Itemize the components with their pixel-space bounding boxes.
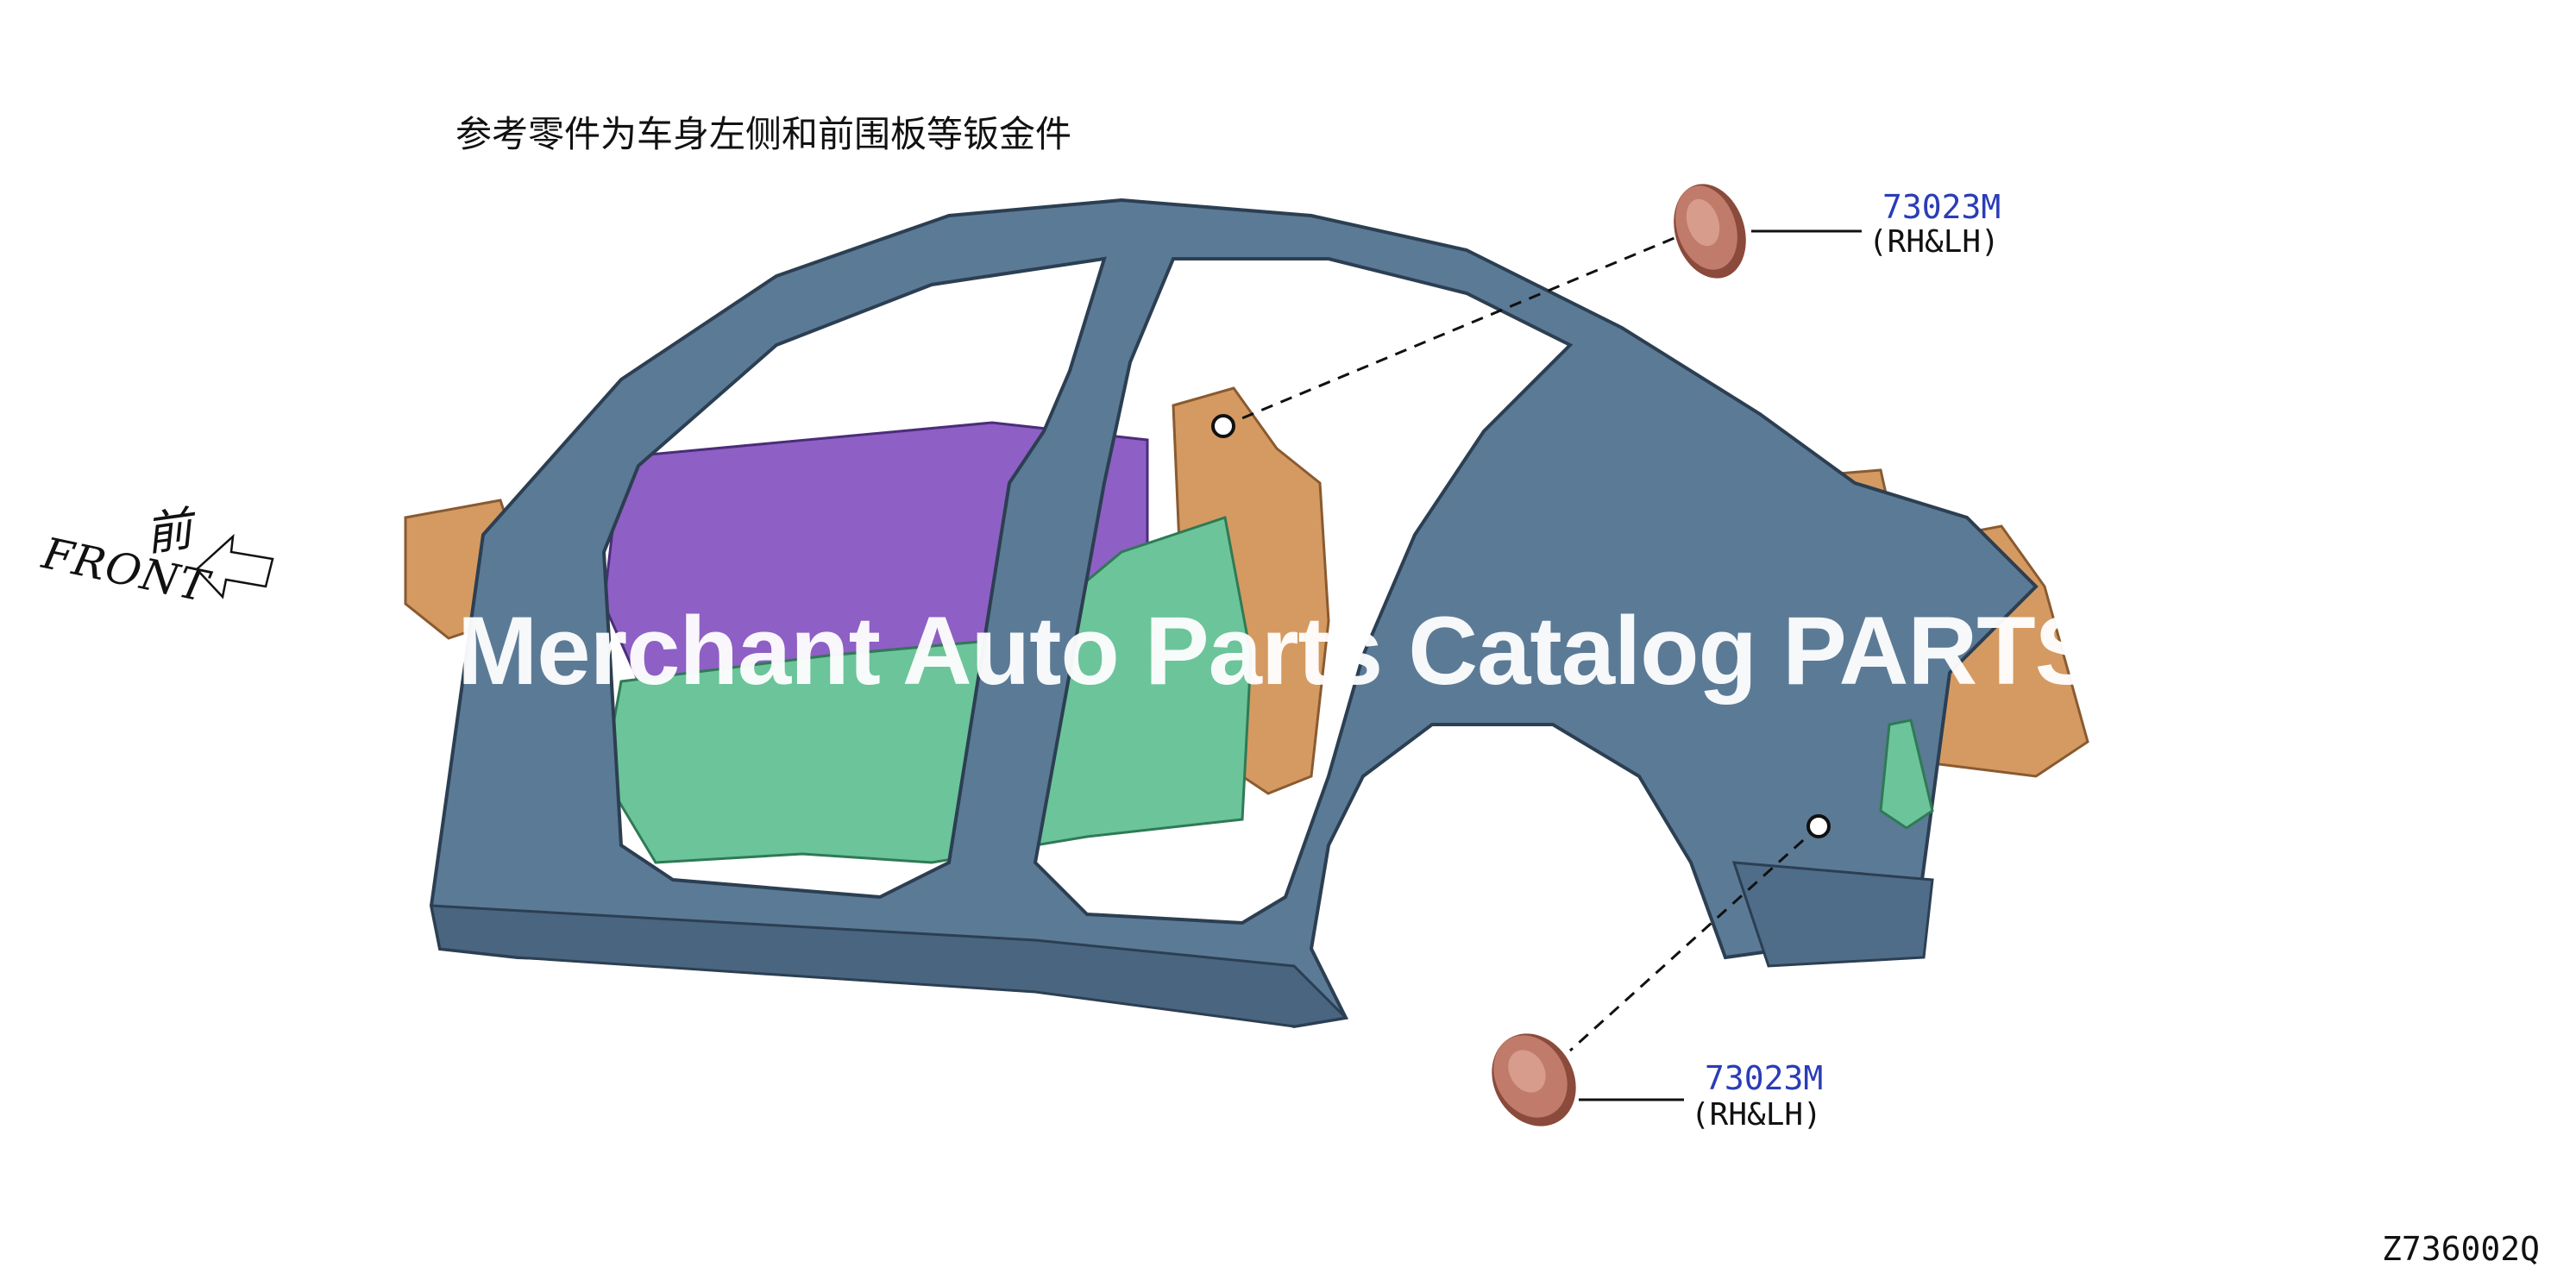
leader-line-2 (1568, 825, 1820, 1052)
part-side-label: (RH&LH) (1691, 1097, 1822, 1133)
part-number-callout[interactable]: 73023M (1705, 1059, 1824, 1097)
diagram-code: Z736002Q (2381, 1230, 2540, 1268)
part-number-callout[interactable]: 73023M (1882, 188, 2001, 226)
rocker-panel (430, 904, 1349, 1028)
plug-part-1 (1674, 184, 1746, 279)
rear-bracket (1731, 861, 1934, 968)
plug-part-2 (1492, 1033, 1576, 1126)
watermark: Merchant Auto Parts Catalog PARTS (457, 597, 2099, 705)
hole-marker-2 (1806, 814, 1831, 838)
hole-marker-1 (1211, 414, 1235, 438)
part-side-label: (RH&LH) (1869, 224, 2000, 260)
rear-green-bracket (1879, 718, 1934, 830)
reference-note: 参考零件为车身左侧和前围板等钣金件 (456, 113, 1072, 155)
leader-line-1 (1222, 229, 1692, 428)
front-arrow-icon (195, 533, 274, 599)
